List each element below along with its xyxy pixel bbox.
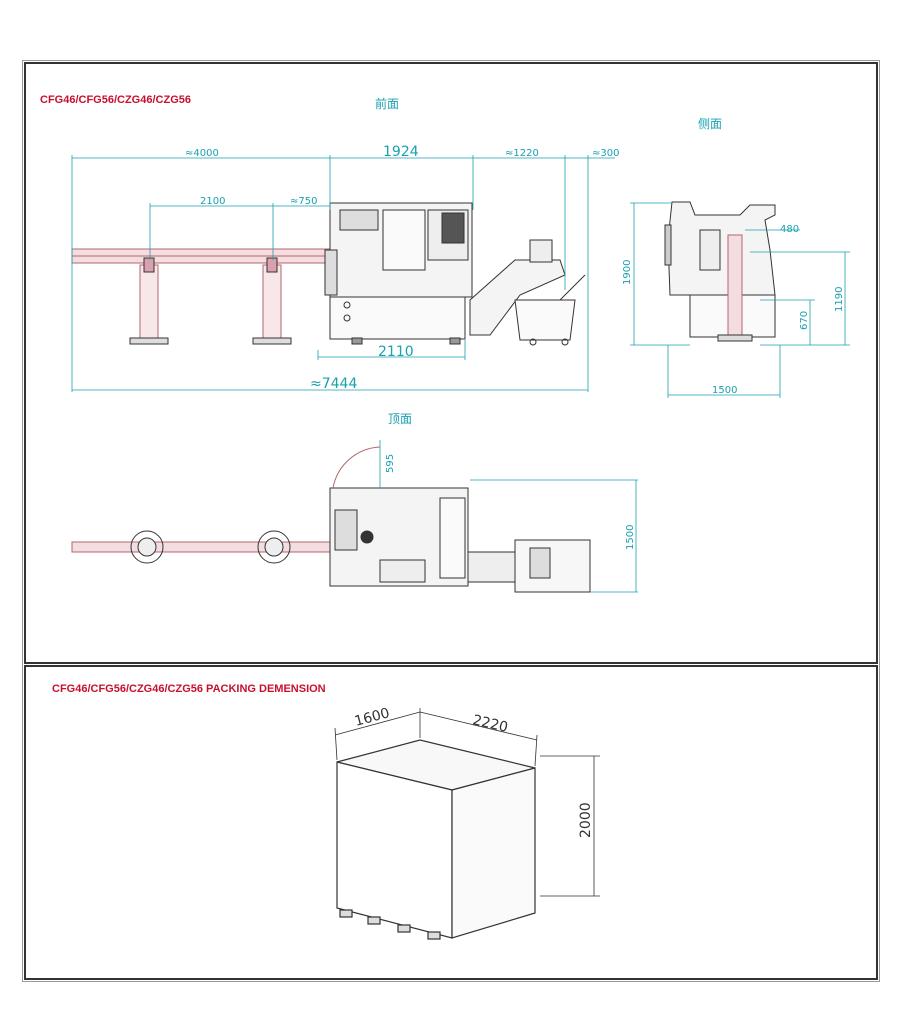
top-view-label: 顶面 [388,412,412,426]
top-view [71,446,591,593]
dim-top-1500: 1500 [625,525,636,550]
cnc-panel [441,212,465,244]
feeder-support-right [262,264,282,341]
lathe-base [329,296,466,340]
dim-2100: 2100 [200,196,225,207]
chip-conveyor [469,259,566,336]
top-bar-feeder [71,541,331,553]
dim-side-1500: 1500 [712,385,737,396]
side-view-label: 侧面 [698,117,722,131]
dim-2110: 2110 [378,344,414,360]
packing-crate [336,739,536,940]
dim-1190: 1190 [834,287,845,312]
chip-cart [514,299,576,341]
side-bar-support [727,234,743,336]
front-view [71,202,586,346]
packing-dimension-lines [334,708,600,897]
dim-480: 480 [780,224,799,235]
dim-750: ≈750 [290,196,317,207]
packing-dim-1600: 1600 [353,705,392,730]
drawing-frame [22,60,880,982]
dim-1924: 1924 [383,144,419,160]
dim-1900: 1900 [622,260,633,285]
dim-670: 670 [799,311,810,330]
packing-dim-2220: 2220 [471,712,509,736]
layout-title: CFG46/CFG56/CZG46/CZG56 [40,94,191,106]
top-dimension-lines [379,440,638,593]
feeder-support-left [139,264,159,341]
top-chip-cart [514,539,591,593]
dim-300: ≈300 [592,148,619,159]
dim-4000: ≈4000 [185,148,219,159]
dim-595: 595 [385,454,396,473]
side-dimension-lines [630,202,850,398]
dim-1220: ≈1220 [505,148,539,159]
side-view [664,201,776,342]
dim-7444: ≈7444 [310,376,357,392]
front-view-label: 前面 [375,96,399,111]
front-dimension-lines [71,155,615,392]
packing-title: CFG46/CFG56/CZG46/CZG56 PACKING DEMENSIO… [52,683,326,695]
packing-dim-2000: 2000 [578,802,594,838]
